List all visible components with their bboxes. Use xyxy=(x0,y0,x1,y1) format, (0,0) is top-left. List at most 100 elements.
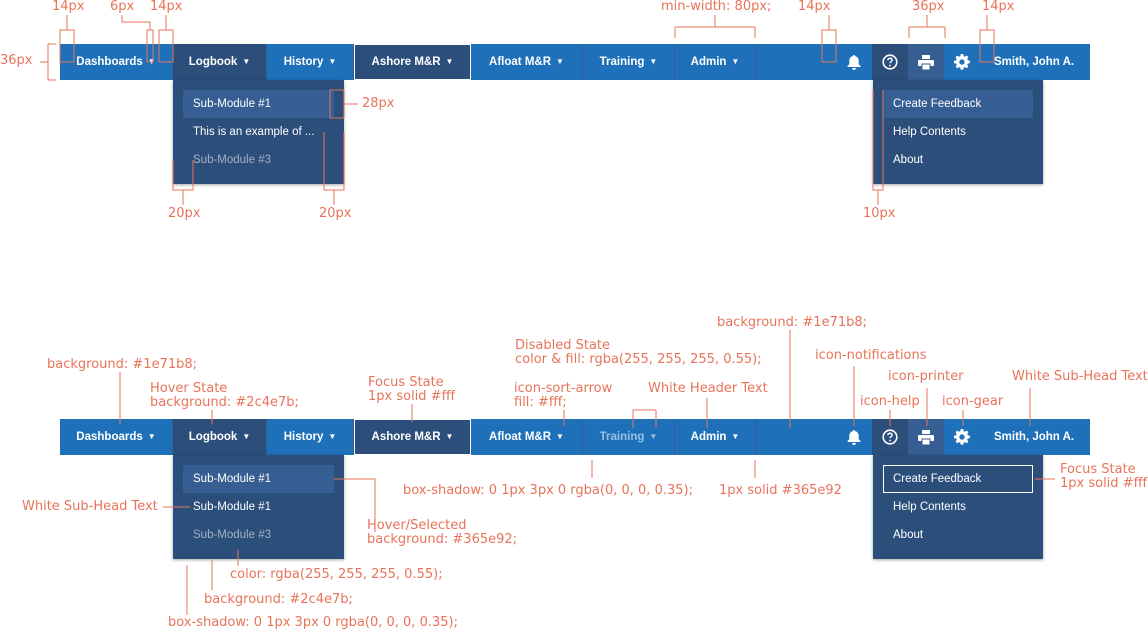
printer-button[interactable] xyxy=(908,419,944,455)
nav-label: Dashboards xyxy=(76,56,143,68)
annotation: color: rgba(255, 255, 255, 0.55); xyxy=(230,567,443,582)
nav-label: Afloat M&R xyxy=(489,431,552,443)
annotation: background: #1e71b8; xyxy=(717,315,868,330)
annotation: 14px xyxy=(150,0,183,14)
sort-arrow-icon: ▼ xyxy=(242,57,251,66)
dropdown-item[interactable]: Create Feedback xyxy=(883,90,1033,118)
annotation: Focus State xyxy=(368,375,444,390)
nav-dashboards[interactable]: Dashboards▼ xyxy=(60,419,173,455)
nav-ashore[interactable]: Ashore M&R▼ xyxy=(354,419,471,455)
user-name[interactable]: Smith, John A. xyxy=(994,56,1075,68)
nav-training: Training▼ xyxy=(583,419,675,455)
printer-icon xyxy=(918,54,934,70)
annotation: 20px xyxy=(319,206,352,221)
top-navbar: Dashboards ▼ Logbook▼ History▼ Ashore M&R… xyxy=(60,44,1090,80)
bell-icon xyxy=(847,429,861,445)
sort-arrow-icon: ▼ xyxy=(147,432,156,441)
dropdown-item[interactable]: Help Contents xyxy=(893,501,966,513)
dropdown-item[interactable]: Help Contents xyxy=(893,126,966,138)
nav-history[interactable]: History▼ xyxy=(267,44,354,80)
logbook-dropdown: Sub-Module #1 Sub-Module #1 Sub-Module #… xyxy=(173,455,344,559)
settings-button[interactable] xyxy=(944,44,980,80)
annotation: 1px solid #365e92 xyxy=(719,483,842,498)
nav-label: Afloat M&R xyxy=(489,56,552,68)
annotation: 14px xyxy=(982,0,1015,14)
nav-admin[interactable]: Admin▼ xyxy=(675,419,756,455)
bell-icon xyxy=(847,54,861,70)
nav-label: Admin xyxy=(690,431,727,443)
dropdown-item[interactable]: About xyxy=(893,529,924,541)
printer-icon xyxy=(918,429,934,445)
annotation: 1px solid #fff xyxy=(368,389,456,404)
annotation: background: #2c4e7b; xyxy=(150,395,299,410)
help-icon xyxy=(882,54,898,70)
nav-logbook[interactable]: Logbook ▼ xyxy=(173,419,267,455)
annotation: White Sub-Head Text xyxy=(22,499,158,514)
annotation: 36px xyxy=(0,53,33,68)
nav-ashore[interactable]: Ashore M&R ▼ xyxy=(354,44,471,80)
sort-arrow-icon: ▼ xyxy=(556,57,564,66)
annotation: color & fill: rgba(255, 255, 255, 0.55); xyxy=(515,352,762,367)
annotation: Hover State xyxy=(150,381,228,396)
dropdown-item: Sub-Module #3 xyxy=(193,529,271,541)
dropdown-item[interactable]: About xyxy=(893,154,924,166)
notifications-button[interactable] xyxy=(836,419,872,455)
annotation: 1px solid #fff xyxy=(1060,476,1148,491)
gear-icon xyxy=(954,429,970,445)
annotation: icon-printer xyxy=(888,369,964,384)
dropdown-item[interactable]: Create Feedback xyxy=(883,465,1033,493)
help-dropdown: Create Feedback Help Contents About xyxy=(873,80,1043,184)
annotation: 6px xyxy=(110,0,135,14)
annotation: fill: #fff; xyxy=(514,395,567,410)
dropdown-item: Sub-Module #3 xyxy=(193,154,271,166)
nav-label: Training xyxy=(599,56,645,68)
nav-admin[interactable]: Admin▼ xyxy=(675,44,756,80)
annotation: icon-gear xyxy=(942,394,1004,409)
sort-arrow-icon: ▼ xyxy=(649,432,658,441)
sort-arrow-icon: ▼ xyxy=(242,432,251,441)
nav-training[interactable]: Training ▼ xyxy=(583,44,675,80)
user-name[interactable]: Smith, John A. xyxy=(994,431,1075,443)
dropdown-item[interactable]: This is an example of ... xyxy=(193,126,315,138)
annotation: icon-sort-arrow xyxy=(514,381,613,396)
sort-arrow-icon: ▼ xyxy=(328,432,337,441)
annotation: 28px xyxy=(362,96,395,111)
nav-afloat[interactable]: Afloat M&R ▼ xyxy=(471,44,583,80)
nav-label: Logbook xyxy=(188,431,238,443)
annotation: icon-notifications xyxy=(815,348,927,363)
dropdown-item[interactable]: Sub-Module #1 xyxy=(183,465,334,493)
annotation: 14px xyxy=(52,0,85,14)
sort-arrow-icon: ▼ xyxy=(731,57,740,66)
printer-button[interactable] xyxy=(908,44,944,80)
annotation: background: #2c4e7b; xyxy=(204,592,353,607)
nav-history[interactable]: History ▼ xyxy=(267,419,354,455)
annotation: box-shadow: 0 1px 3px 0 rgba(0, 0, 0, 0.… xyxy=(403,483,693,498)
annotation: 14px xyxy=(798,0,831,14)
sort-arrow-icon: ▼ xyxy=(445,57,454,66)
nav-label: Ashore M&R xyxy=(371,56,441,68)
nav-afloat[interactable]: Afloat M&R ▼ xyxy=(471,419,583,455)
help-button[interactable] xyxy=(872,44,908,80)
annotation: Hover/Selected xyxy=(367,518,467,533)
annotation: box-shadow: 0 1px 3px 0 rgba(0, 0, 0, 0.… xyxy=(168,615,458,630)
annotation: White Header Text xyxy=(648,381,768,396)
annotation: background: #365e92; xyxy=(367,532,518,547)
annotation: icon-help xyxy=(860,394,920,409)
logbook-dropdown: Sub-Module #1 This is an example of ... … xyxy=(173,80,344,184)
annotation: Disabled State xyxy=(515,338,611,353)
annotation: min-width: 80px; xyxy=(661,0,772,14)
nav-logbook[interactable]: Logbook▼ xyxy=(173,44,267,80)
sort-arrow-icon: ▼ xyxy=(445,432,454,441)
annotation: 36px xyxy=(912,0,945,14)
nav-label: History xyxy=(283,431,324,443)
bottom-navbar: Dashboards▼ Logbook ▼ History ▼ Ashore M&R… xyxy=(60,419,1090,455)
sort-arrow-icon: ▼ xyxy=(556,432,564,441)
notifications-button[interactable] xyxy=(836,44,872,80)
annotation: 20px xyxy=(168,206,201,221)
dropdown-item[interactable]: Sub-Module #1 xyxy=(193,501,271,513)
sort-arrow-icon: ▼ xyxy=(649,57,658,66)
annotation: 10px xyxy=(863,206,896,221)
settings-button[interactable] xyxy=(944,419,980,455)
dropdown-item[interactable]: Sub-Module #1 xyxy=(183,90,334,118)
